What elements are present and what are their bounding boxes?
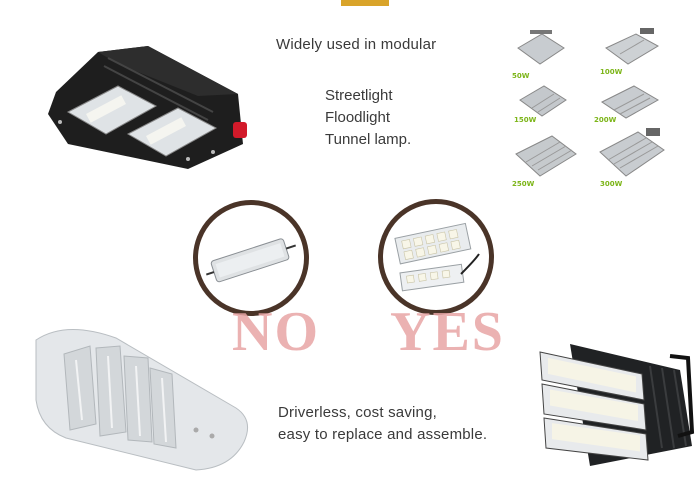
watt-label-250w: 250W — [512, 180, 535, 188]
application-floodlight: Floodlight — [325, 109, 391, 126]
application-tunnel-lamp: Tunnel lamp. — [325, 131, 412, 148]
watt-label-150w: 150W — [514, 116, 537, 124]
feature-line-1: Driverless, cost saving, — [278, 404, 438, 421]
wattage-grid: 50W 100W 150W 200W 250W 300W — [508, 24, 678, 194]
no-label: NO — [232, 301, 320, 363]
watt-label-300w: 300W — [600, 180, 623, 188]
application-list: Streetlight Floodlight Tunnel lamp. — [325, 85, 411, 151]
black-streetlight-image — [38, 34, 256, 174]
driver-circle — [193, 200, 309, 316]
watt-label-200w: 200W — [594, 116, 617, 124]
led-module-icon — [394, 222, 480, 292]
feature-line-2: easy to replace and assemble. — [278, 426, 488, 443]
white-streetlight-image — [26, 320, 256, 472]
yes-label: YES — [390, 301, 505, 363]
headline-text: Widely used in modular — [276, 36, 437, 53]
floodlight-50w-image — [512, 28, 568, 72]
top-accent-bar — [341, 0, 389, 6]
watt-label-100w: 100W — [600, 68, 623, 76]
module-circle — [378, 199, 494, 315]
triple-floodlight-image — [530, 336, 696, 468]
floodlight-150w-image — [514, 78, 570, 122]
floodlight-200w-image — [598, 80, 660, 124]
watt-label-50w: 50W — [512, 72, 530, 80]
feature-text: Driverless, cost saving, easy to replace… — [278, 402, 487, 446]
led-driver-icon — [205, 238, 297, 283]
floodlight-300w-image — [596, 124, 666, 184]
floodlight-100w-image — [600, 26, 662, 70]
application-streetlight: Streetlight — [325, 87, 393, 104]
floodlight-250w-image — [512, 128, 578, 184]
